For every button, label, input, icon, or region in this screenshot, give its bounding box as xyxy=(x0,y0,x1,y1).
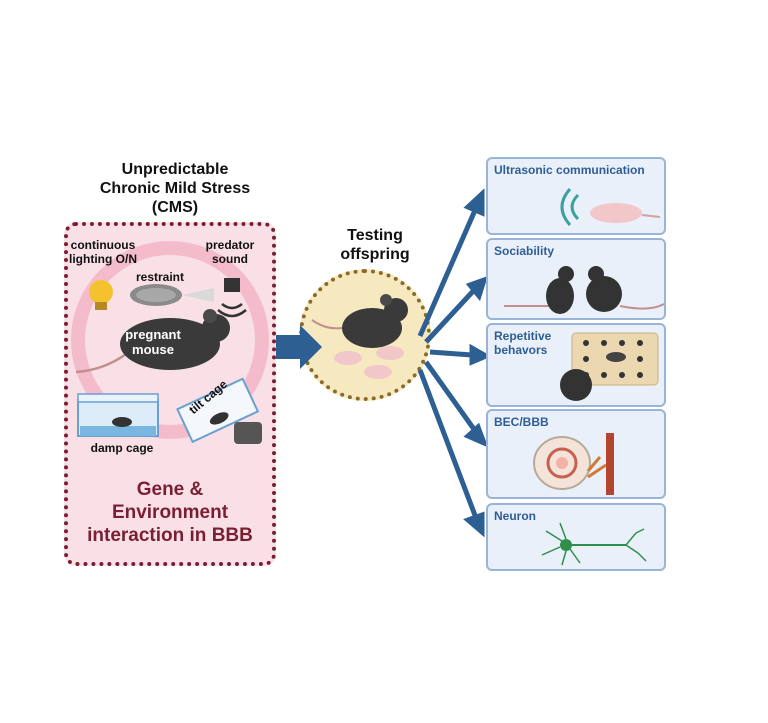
panel-repetitive-title: Repetitive behavors xyxy=(494,329,551,357)
gene-line2: Environment xyxy=(111,502,229,523)
panel-neuron-title: Neuron xyxy=(494,509,536,523)
arrow-neuron xyxy=(417,369,479,519)
pup-sound-icon xyxy=(560,188,661,226)
cms-title-line2: Chronic Mild Stress xyxy=(99,180,251,197)
hole-board-icon xyxy=(560,332,659,401)
neuron-icon xyxy=(541,522,647,566)
testing-offspring-title: Testing offspring xyxy=(330,226,420,264)
continuous-lighting-line2: lighting O/N xyxy=(69,252,137,266)
continuous-lighting-label: continuous lighting O/N xyxy=(66,238,140,266)
predator-line2: sound xyxy=(212,252,248,266)
restraint-label: restraint xyxy=(135,270,185,284)
arrowhead-neuron xyxy=(463,511,485,538)
cms-title-line3: (CMS) xyxy=(151,199,199,216)
panel-sociability: Sociability xyxy=(486,238,666,320)
testing-line1: Testing xyxy=(347,227,403,244)
two-mice-icon xyxy=(504,266,664,314)
speaker-icon xyxy=(217,278,247,318)
stress-ring xyxy=(71,241,269,439)
arrowhead-ultrasonic xyxy=(463,188,485,217)
continuous-lighting-line1: continuous xyxy=(70,238,136,252)
offspring-mouse-icon xyxy=(311,294,408,348)
arrow-bec xyxy=(423,360,479,434)
panel-ultrasonic-title: Ultrasonic communication xyxy=(494,163,645,177)
tilt-block xyxy=(234,422,262,444)
panel-bec-bbb: BEC/BBB xyxy=(486,409,666,499)
gene-line3: interaction in BBB xyxy=(87,525,253,546)
cms-illustrations xyxy=(71,241,269,444)
pregnant-line1: pregnant xyxy=(125,327,181,342)
arrowhead-sociability xyxy=(465,275,488,302)
blood-vessel-icon xyxy=(533,433,614,495)
testing-line2: offspring xyxy=(340,246,410,263)
arrow-ultrasonic xyxy=(417,206,479,338)
main-arrow xyxy=(276,325,322,369)
restraint-tube-icon xyxy=(130,284,214,306)
panel-neuron: Neuron xyxy=(486,503,666,571)
pregnant-line2: mouse xyxy=(132,342,174,357)
pregnant-mouse-label: pregnant mouse xyxy=(120,327,186,357)
pups-icon xyxy=(334,346,404,379)
light-bulb-icon xyxy=(89,280,113,310)
damp-cage-label: damp cage xyxy=(90,441,154,455)
panel-ultrasonic: Ultrasonic communication xyxy=(486,157,666,235)
arrowhead-bec xyxy=(463,422,489,448)
arrowhead-repetitive xyxy=(469,343,492,366)
cms-title: Unpredictable Chronic Mild Stress (CMS) xyxy=(60,160,290,217)
pregnant-mouse-icon xyxy=(75,309,230,374)
cms-title-line1: Unpredictable xyxy=(121,161,229,178)
arrow-repetitive xyxy=(429,349,473,358)
panel-sociability-title: Sociability xyxy=(494,244,555,258)
panel-bec-title: BEC/BBB xyxy=(494,415,549,429)
gene-line1: Gene & xyxy=(136,479,204,500)
tilt-cage-icon xyxy=(176,377,260,444)
predator-line1: predator xyxy=(205,238,255,252)
damp-cage-icon xyxy=(77,393,159,437)
repetitive-line1: Repetitive xyxy=(494,329,552,343)
repetitive-line2: behavors xyxy=(494,343,548,357)
panel-repetitive: Repetitive behavors xyxy=(486,323,666,407)
predator-sound-label: predator sound xyxy=(200,238,260,266)
arrow-sociability xyxy=(424,286,478,344)
gene-environment-text: Gene & Environment interaction in BBB xyxy=(64,478,276,547)
